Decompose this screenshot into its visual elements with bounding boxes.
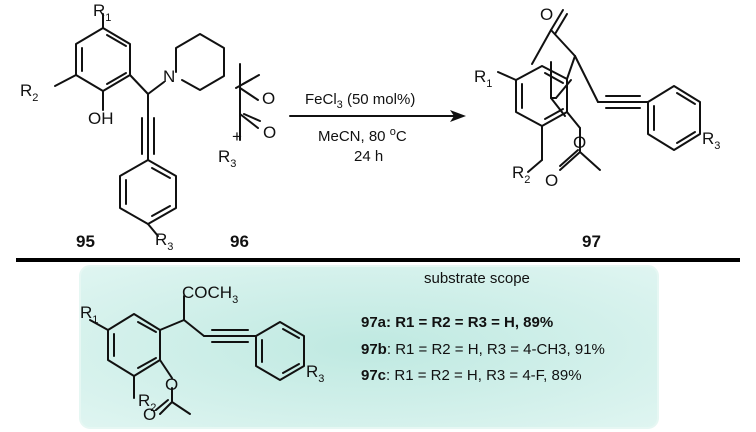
plus-sign: + xyxy=(232,127,242,146)
n-label: N xyxy=(163,67,175,86)
r2-label-95: R2 xyxy=(20,81,38,104)
reaction-arrow xyxy=(289,110,466,122)
scope-acyl-label: COCH3 xyxy=(182,283,238,306)
scope-title: substrate scope xyxy=(424,270,530,287)
r3-label-95: R3 xyxy=(155,230,173,253)
carbonyl-o-97: O xyxy=(545,171,558,190)
ester-o-97: O xyxy=(573,133,586,152)
compound-96-structure xyxy=(235,63,261,141)
r1-label-97: R1 xyxy=(474,67,492,90)
compound-95-structure xyxy=(54,13,225,237)
section-divider xyxy=(16,258,740,262)
r2-label-97: R2 xyxy=(512,163,530,186)
substrate-scope-panel xyxy=(79,265,659,429)
r3-label-96: R3 xyxy=(218,147,236,170)
r1-label-95: R1 xyxy=(93,1,111,24)
condition-time: 24 h xyxy=(354,148,383,165)
scope-entry-97a: 97a: R1 = R2 = R3 = H, 89% xyxy=(361,314,553,331)
scope-ester-o: O xyxy=(165,375,178,394)
ketone-o-97: O xyxy=(540,5,553,24)
scope-r1-label: R1 xyxy=(80,303,98,326)
scope-carbonyl-o: O xyxy=(143,405,156,424)
ketone-o-lower: O xyxy=(263,123,276,142)
compound-97-structure xyxy=(497,9,701,173)
scope-r2-label: R2 xyxy=(138,391,156,414)
compound-label-95: 95 xyxy=(76,232,95,251)
compound-label-96: 96 xyxy=(230,232,249,251)
condition-catalyst: FeCl3 (50 mol%) xyxy=(305,91,415,111)
scope-entry-97c: 97c: R1 = R2 = H, R3 = 4-F, 89% xyxy=(361,367,582,384)
compound-label-97: 97 xyxy=(582,232,601,251)
condition-solvent-temp: MeCN, 80 oC xyxy=(318,126,407,145)
scope-entries: 97a: R1 = R2 = R3 = H, 89% 97b: R1 = R2 … xyxy=(361,314,605,384)
oh-label: OH xyxy=(88,109,114,128)
r3-label-97: R3 xyxy=(702,129,720,152)
scope-entry-97b: 97b: R1 = R2 = H, R3 = 4-CH3, 91% xyxy=(361,341,605,358)
scope-generic-structure xyxy=(89,295,305,415)
ketone-o-upper: O xyxy=(262,89,275,108)
scope-r3-label: R3 xyxy=(306,362,324,385)
